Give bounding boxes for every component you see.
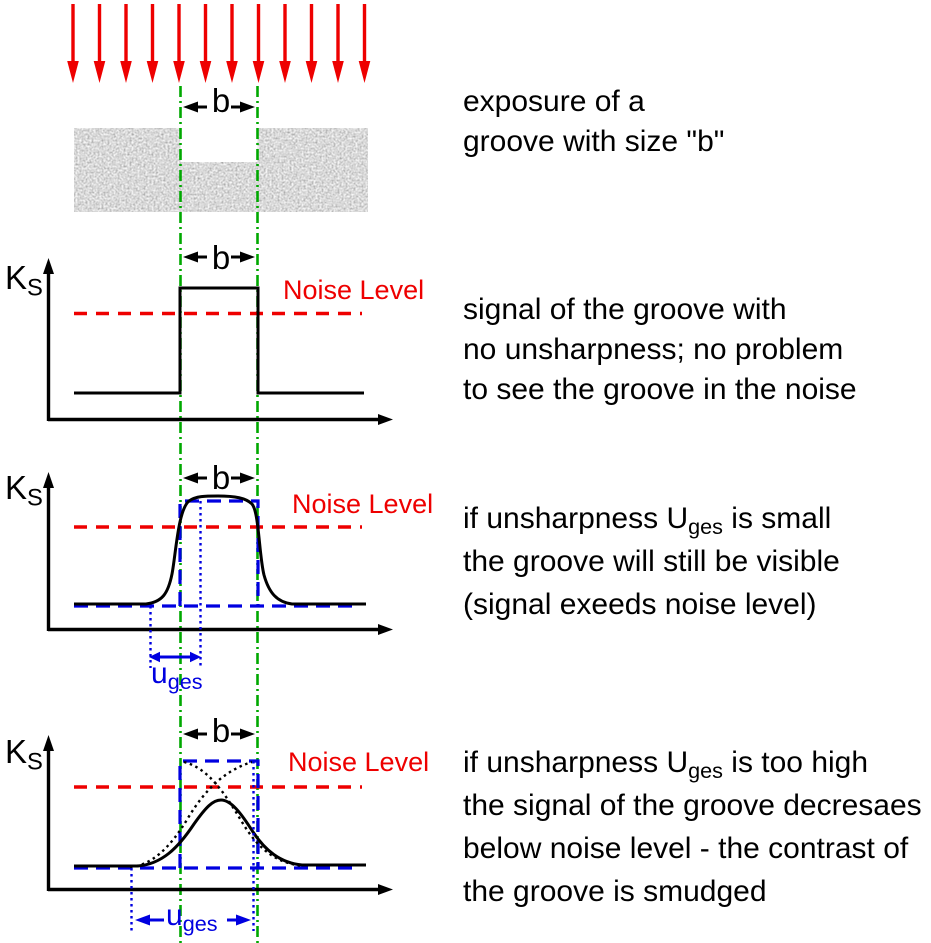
b-size-label-exposure: b	[211, 82, 231, 119]
y-axis-label-ks-high-unsharp: KS	[5, 733, 43, 776]
graph-sharp-signal	[43, 251, 393, 425]
caption-high-unsharpness: if unsharpness Uges is too high the sign…	[463, 741, 922, 913]
u-ges-label-high-unsharp: uges	[166, 899, 218, 937]
b-size-label-small-unsharp: b	[211, 459, 231, 496]
caption-line: signal of the groove with	[463, 293, 787, 326]
b-dimension	[183, 251, 255, 263]
beam-arrows	[67, 4, 371, 83]
beam-arrow	[279, 4, 291, 83]
b-dimension	[183, 728, 255, 740]
signal-curve-smudged	[74, 798, 366, 868]
beam-arrow	[173, 4, 185, 83]
y-axis-arrowhead	[43, 258, 54, 274]
y-axis-label-ks-sharp: KS	[5, 259, 43, 302]
caption-line: the groove will still be visible	[463, 545, 840, 578]
b-size-label-sharp: b	[211, 239, 231, 276]
caption-line: exposure of a	[463, 85, 645, 118]
caption-line: below noise level - the contrast of	[463, 832, 909, 865]
ideal-signal-rect	[178, 759, 260, 868]
edge-spread-rising	[129, 760, 253, 869]
y-axis-arrowhead	[43, 472, 54, 488]
graph-small-unsharpness	[43, 472, 393, 668]
signal-curve-unsharp	[74, 494, 366, 606]
x-axis-arrowhead	[378, 414, 393, 425]
signal-curve-sharp	[74, 286, 364, 395]
caption-line: the groove is smudged	[463, 875, 767, 908]
beam-arrow	[146, 4, 159, 83]
caption-line: to see the groove in the noise	[463, 373, 857, 406]
graph-high-unsharpness	[43, 728, 393, 931]
beam-arrow	[226, 4, 238, 83]
b-dimension	[183, 472, 255, 484]
x-axis-arrowhead	[378, 624, 393, 635]
u-ges-dimension	[135, 914, 251, 926]
y-axis-arrowhead	[43, 735, 54, 751]
beam-arrow	[358, 4, 371, 83]
caption-exposure: exposure of a groove with size "b"	[463, 82, 724, 162]
u-ges-label-small-unsharp: uges	[151, 657, 203, 695]
y-axis-label-ks-small-unsharp: KS	[5, 469, 43, 512]
caption-line: the signal of the groove decresaes	[463, 789, 922, 822]
beam-arrow	[199, 4, 212, 83]
caption-small-unsharpness: if unsharpness Uges is small the groove …	[463, 497, 840, 626]
beam-arrow	[67, 4, 79, 83]
ideal-signal-rect	[178, 499, 260, 606]
noise-level-label-small-unsharp: Noise Level	[292, 489, 434, 519]
caption-line: if unsharpness Uges is small	[463, 502, 832, 540]
caption-line: no unsharpness; no problem	[463, 333, 844, 366]
beam-arrow	[252, 4, 265, 83]
caption-line: groove with size "b"	[463, 125, 725, 158]
u-ges-dimension	[149, 651, 201, 663]
caption-line: (signal exeeds noise level)	[463, 588, 817, 621]
b-size-label-high-unsharp: b	[211, 712, 231, 749]
beam-arrow	[93, 4, 106, 83]
b-dimension-exposure	[183, 101, 255, 113]
x-axis-arrowhead	[378, 884, 393, 895]
diagram-canvas	[43, 4, 393, 943]
beam-arrow	[120, 4, 132, 83]
caption-line: if unsharpness Uges is too high	[463, 746, 869, 784]
groove-notch	[180, 126, 258, 162]
beam-arrow	[305, 4, 318, 83]
beam-arrow	[332, 4, 344, 83]
caption-sharp-signal: signal of the groove with no unsharpness…	[463, 290, 857, 410]
noise-level-label-sharp: Noise Level	[283, 275, 425, 305]
noise-level-label-high-unsharp: Noise Level	[288, 747, 430, 777]
